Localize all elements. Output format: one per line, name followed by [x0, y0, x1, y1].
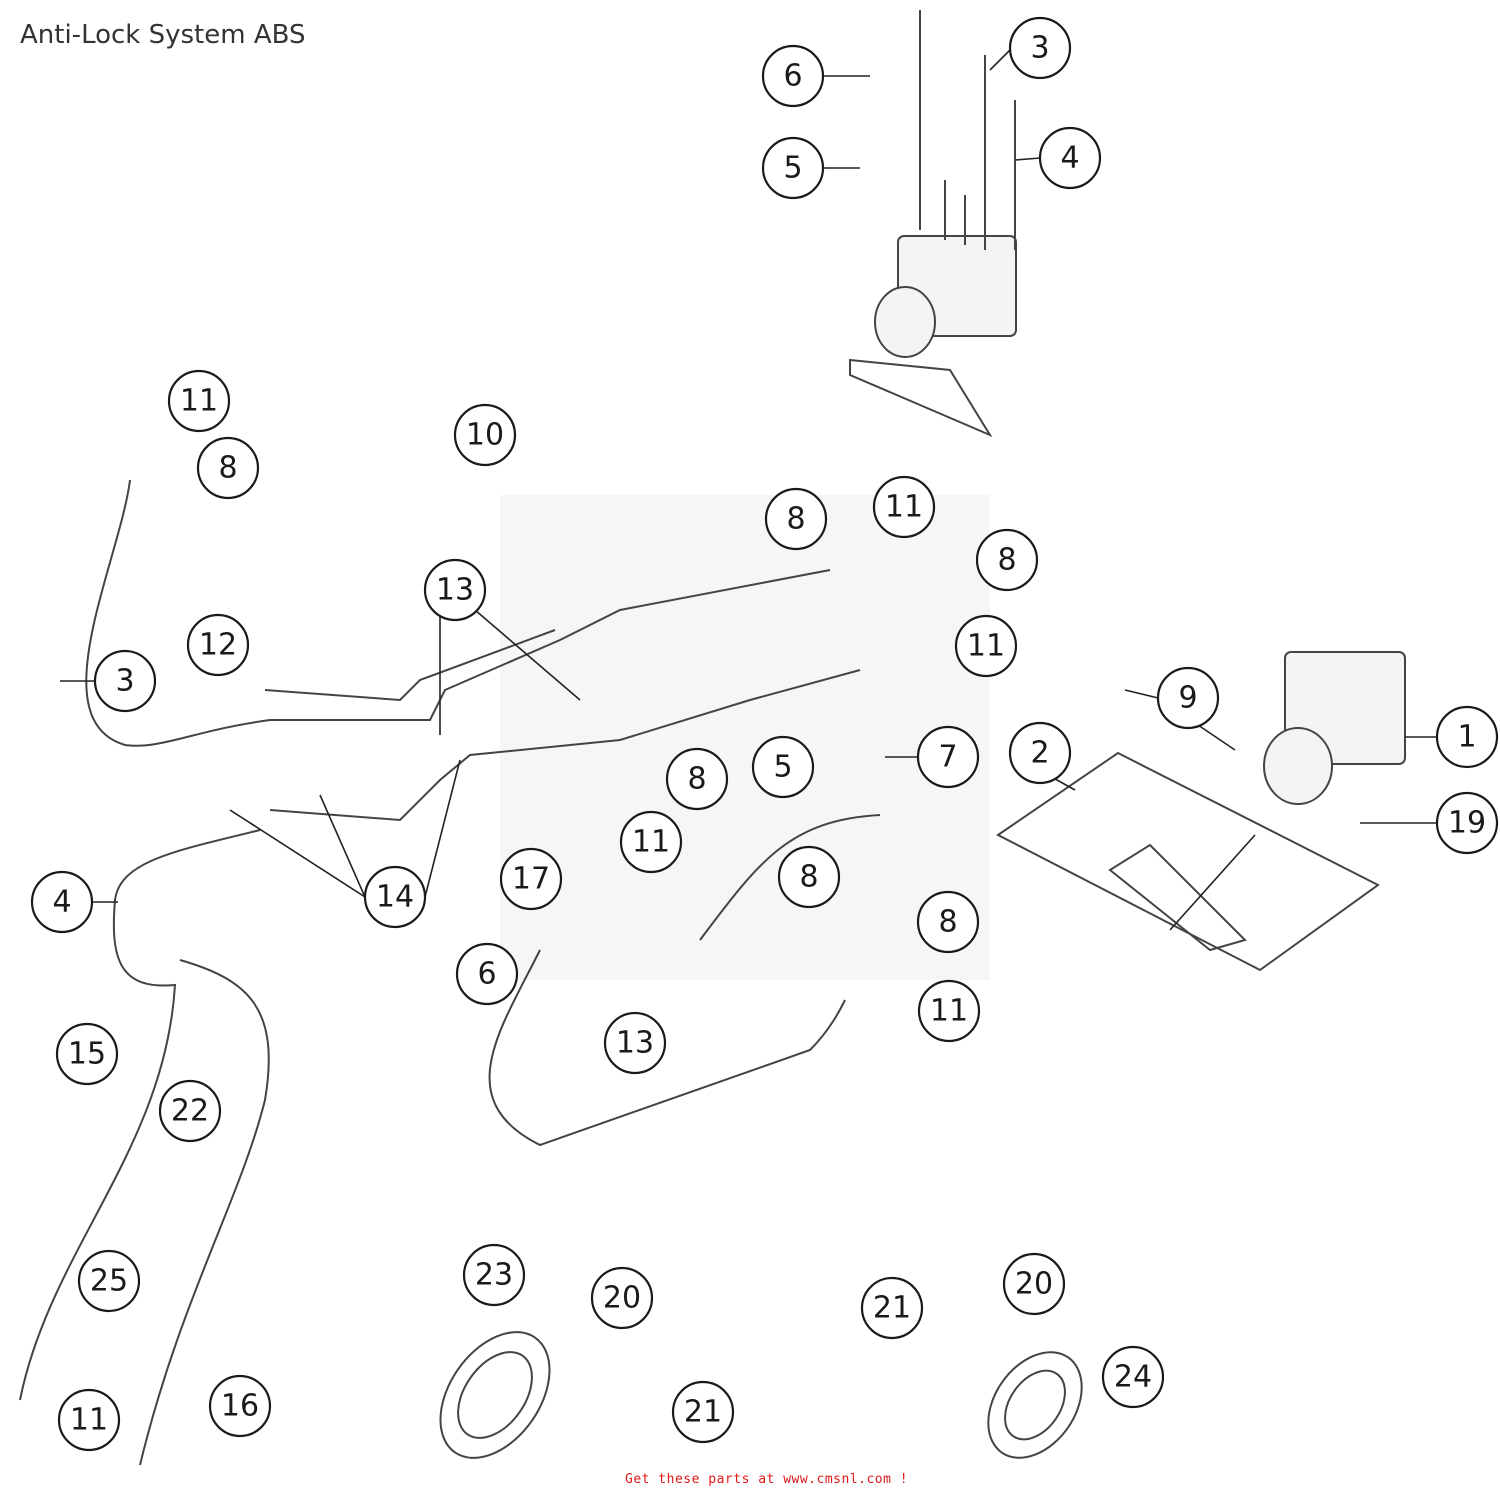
- svg-text:6: 6: [783, 59, 802, 94]
- callout-6: 6: [455, 942, 519, 1006]
- svg-text:3: 3: [115, 664, 134, 699]
- callout-10: 10: [453, 403, 517, 467]
- brake-lines: [19, 479, 881, 1466]
- callout-2: 2: [1008, 721, 1072, 785]
- svg-text:21: 21: [684, 1395, 722, 1430]
- svg-text:13: 13: [616, 1026, 654, 1061]
- callout-12: 12: [186, 613, 250, 677]
- callout-11: 11: [954, 614, 1018, 678]
- svg-text:17: 17: [512, 862, 550, 897]
- callout-13: 13: [423, 558, 487, 622]
- svg-text:20: 20: [603, 1281, 641, 1316]
- callout-16: 16: [208, 1374, 272, 1438]
- callout-22: 22: [158, 1079, 222, 1143]
- callout-9: 9: [1156, 666, 1220, 730]
- svg-text:11: 11: [180, 384, 218, 419]
- callout-5: 5: [751, 735, 815, 799]
- callout-3: 3: [93, 649, 157, 713]
- callout-11: 11: [619, 810, 683, 874]
- svg-text:22: 22: [171, 1094, 209, 1129]
- svg-text:25: 25: [90, 1264, 128, 1299]
- svg-text:23: 23: [475, 1258, 513, 1293]
- svg-text:5: 5: [773, 750, 792, 785]
- sensor-ring-23: [439, 1331, 551, 1459]
- callout-6: 6: [761, 44, 825, 108]
- watermark: [500, 495, 990, 980]
- callout-8: 8: [777, 845, 841, 909]
- callout-21: 21: [860, 1276, 924, 1340]
- callout-7: 7: [916, 725, 980, 789]
- abs-unit-top: [849, 10, 1017, 438]
- svg-text:6: 6: [477, 957, 496, 992]
- svg-text:8: 8: [997, 543, 1016, 578]
- svg-text:24: 24: [1114, 1360, 1152, 1395]
- callout-17: 17: [499, 847, 563, 911]
- svg-text:11: 11: [70, 1403, 108, 1438]
- callout-8: 8: [665, 747, 729, 811]
- svg-text:12: 12: [199, 628, 237, 663]
- callout-4: 4: [30, 870, 94, 934]
- svg-text:20: 20: [1015, 1267, 1053, 1302]
- svg-text:16: 16: [221, 1389, 259, 1424]
- callout-13: 13: [603, 1011, 667, 1075]
- source-link[interactable]: Get these parts at www.cmsnl.com !: [625, 1472, 909, 1487]
- svg-text:4: 4: [1060, 141, 1079, 176]
- callout-11: 11: [167, 369, 231, 433]
- svg-text:21: 21: [873, 1291, 911, 1326]
- callout-5: 5: [761, 136, 825, 200]
- svg-text:4: 4: [52, 885, 71, 920]
- svg-text:14: 14: [376, 880, 414, 915]
- svg-text:15: 15: [68, 1037, 106, 1072]
- callout-23: 23: [462, 1243, 526, 1307]
- callout-3: 3: [1008, 16, 1072, 80]
- svg-text:11: 11: [967, 629, 1005, 664]
- callout-20: 20: [590, 1266, 654, 1330]
- svg-text:7: 7: [938, 740, 957, 775]
- svg-text:10: 10: [466, 418, 504, 453]
- callout-8: 8: [196, 436, 260, 500]
- svg-text:5: 5: [783, 151, 802, 186]
- callout-24: 24: [1101, 1345, 1165, 1409]
- callout-19: 19: [1435, 791, 1499, 855]
- svg-text:11: 11: [632, 825, 670, 860]
- callout-25: 25: [77, 1249, 141, 1313]
- callout-4: 4: [1038, 126, 1102, 190]
- svg-text:8: 8: [799, 860, 818, 895]
- svg-text:1: 1: [1457, 720, 1476, 755]
- svg-text:8: 8: [938, 905, 957, 940]
- page-title: Anti-Lock System ABS: [20, 20, 306, 50]
- callout-15: 15: [55, 1022, 119, 1086]
- callout-8: 8: [764, 487, 828, 551]
- callout-14: 14: [363, 865, 427, 929]
- svg-text:2: 2: [1030, 736, 1049, 771]
- svg-text:19: 19: [1448, 806, 1486, 841]
- svg-text:8: 8: [218, 451, 237, 486]
- callout-11: 11: [57, 1388, 121, 1452]
- callout-8: 8: [975, 528, 1039, 592]
- svg-text:11: 11: [885, 490, 923, 525]
- abs-unit-right: [1263, 651, 1406, 805]
- callout-11: 11: [872, 475, 936, 539]
- svg-text:13: 13: [436, 573, 474, 608]
- callout-20: 20: [1002, 1252, 1066, 1316]
- sensor-ring-24: [987, 1351, 1083, 1459]
- callout-8: 8: [916, 890, 980, 954]
- svg-text:8: 8: [687, 762, 706, 797]
- svg-text:8: 8: [786, 502, 805, 537]
- callout-11: 11: [917, 979, 981, 1043]
- svg-text:9: 9: [1178, 681, 1197, 716]
- callout-21: 21: [671, 1380, 735, 1444]
- callout-1: 1: [1435, 705, 1499, 769]
- svg-text:3: 3: [1030, 31, 1049, 66]
- svg-text:11: 11: [930, 994, 968, 1029]
